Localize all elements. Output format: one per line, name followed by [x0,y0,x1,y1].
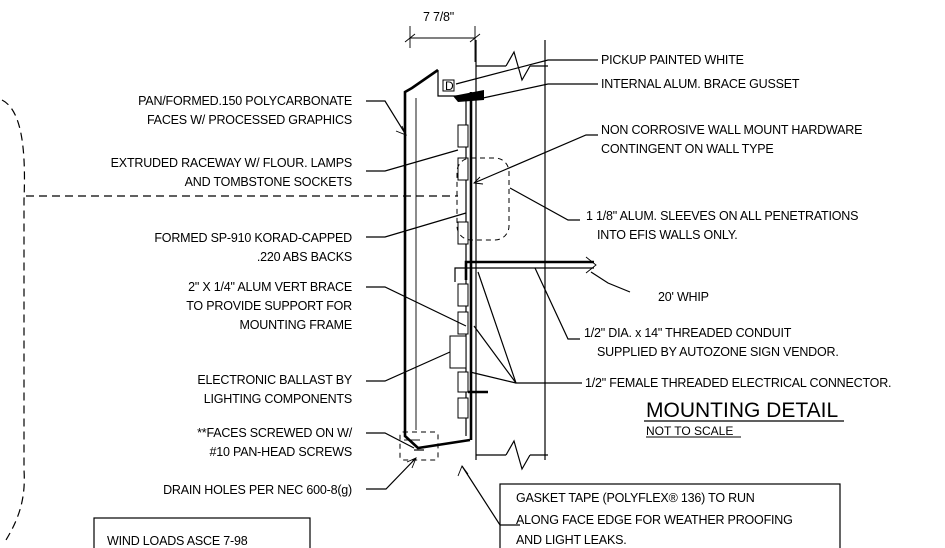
gasket-note: GASKET TAPE (POLYFLEX® 136) TO RUN ALONG… [499,483,841,548]
label-gusset: INTERNAL ALUM. BRACE GUSSET [601,77,800,91]
wall [475,40,548,471]
svg-text:**FACES SCREWED ON W/: **FACES SCREWED ON W/ [197,426,353,440]
label-brace: 2" X 1/4" ALUM VERT BRACE TO PROVIDE SUP… [186,280,352,332]
svg-text:ELECTRONIC BALLAST BY: ELECTRONIC BALLAST BY [197,373,353,387]
svg-text:ALONG FACE EDGE FOR WEATHER PR: ALONG FACE EDGE FOR WEATHER PROOFING [516,513,793,527]
leaders-left [366,100,467,490]
svg-text:INTO EFIS WALLS ONLY.: INTO EFIS WALLS ONLY. [597,228,738,242]
svg-text:#10 PAN-HEAD SCREWS: #10 PAN-HEAD SCREWS [209,445,352,459]
label-faces: **FACES SCREWED ON W/ #10 PAN-HEAD SCREW… [197,426,353,459]
svg-text:LIGHTING COMPONENTS: LIGHTING COMPONENTS [204,392,352,406]
svg-text:2" X 1/4" ALUM VERT BRACE: 2" X 1/4" ALUM VERT BRACE [188,280,352,294]
wind-loads-note: WIND LOADS ASCE 7-98 [93,517,311,548]
label-raceway: EXTRUDED RACEWAY W/ FLOUR. LAMPS AND TOM… [111,156,353,189]
svg-text:PAN/FORMED.150 POLYCARBONATE: PAN/FORMED.150 POLYCARBONATE [138,94,352,108]
dimension: 7 7/8" [404,10,481,62]
label-sleeves: 1 1/8" ALUM. SLEEVES ON ALL PENETRATIONS… [586,209,858,242]
dimension-label: 7 7/8" [423,10,454,24]
label-hardware: NON CORROSIVE WALL MOUNT HARDWARE CONTIN… [601,123,862,156]
svg-text:SUPPLIED BY AUTOZONE SIGN VEND: SUPPLIED BY AUTOZONE SIGN VENDOR. [597,345,839,359]
page-subtitle: NOT TO SCALE [646,424,733,438]
svg-text:TO PROVIDE SUPPORT FOR: TO PROVIDE SUPPORT FOR [186,299,352,313]
svg-text:DRAIN HOLES PER NEC 600-8(g): DRAIN HOLES PER NEC 600-8(g) [163,483,352,497]
svg-text:PICKUP PAINTED WHITE: PICKUP PAINTED WHITE [601,53,744,67]
label-ballast: ELECTRONIC BALLAST BY LIGHTING COMPONENT… [197,373,353,406]
sign-cabinet: D [399,68,510,461]
label-whip: 20' WHIP [658,290,709,304]
label-connector: 1/2" FEMALE THREADED ELECTRICAL CONNECTO… [585,376,891,390]
svg-text:AND LIGHT LEAKS.: AND LIGHT LEAKS. [516,533,627,547]
svg-text:CONTINGENT ON WALL TYPE: CONTINGENT ON WALL TYPE [601,142,774,156]
label-backs: FORMED SP-910 KORAD-CAPPED .220 ABS BACK… [154,231,352,264]
svg-text:INTERNAL ALUM. BRACE GUSSET: INTERNAL ALUM. BRACE GUSSET [601,77,800,91]
label-conduit: 1/2" DIA. x 14" THREADED CONDUIT SUPPLIE… [584,326,839,359]
svg-text:FORMED SP-910 KORAD-CAPPED: FORMED SP-910 KORAD-CAPPED [154,231,352,245]
svg-text:.220 ABS BACKS: .220 ABS BACKS [257,250,352,264]
label-pan-formed: PAN/FORMED.150 POLYCARBONATE FACES W/ PR… [138,94,352,127]
svg-text:AND TOMBSTONE SOCKETS: AND TOMBSTONE SOCKETS [185,175,352,189]
svg-text:20' WHIP: 20' WHIP [658,290,709,304]
svg-text:1 1/8" ALUM. SLEEVES ON ALL PE: 1 1/8" ALUM. SLEEVES ON ALL PENETRATIONS [586,209,858,223]
svg-text:MOUNTING FRAME: MOUNTING FRAME [240,318,352,332]
svg-text:EXTRUDED RACEWAY W/ FLOUR. LAM: EXTRUDED RACEWAY W/ FLOUR. LAMPS [111,156,352,170]
svg-text:1/2" DIA. x 14" THREADED CONDU: 1/2" DIA. x 14" THREADED CONDUIT [584,326,792,340]
break-arc [1,99,26,541]
svg-text:WIND LOADS ASCE 7-98: WIND LOADS ASCE 7-98 [107,534,248,548]
svg-text:NON CORROSIVE WALL MOUNT HARDW: NON CORROSIVE WALL MOUNT HARDWARE [601,123,862,137]
page-title: MOUNTING DETAIL [646,399,838,422]
svg-text:FACES W/ PROCESSED GRAPHICS: FACES W/ PROCESSED GRAPHICS [147,113,352,127]
svg-text:GASKET TAPE (POLYFLEX® 136) TO: GASKET TAPE (POLYFLEX® 136) TO RUN [516,491,755,505]
svg-text:D: D [445,79,454,93]
conduit [454,256,597,282]
svg-text:1/2" FEMALE THREADED ELECTRICA: 1/2" FEMALE THREADED ELECTRICAL CONNECTO… [585,376,891,390]
label-pickup: PICKUP PAINTED WHITE [601,53,744,67]
label-drain: DRAIN HOLES PER NEC 600-8(g) [163,483,352,497]
